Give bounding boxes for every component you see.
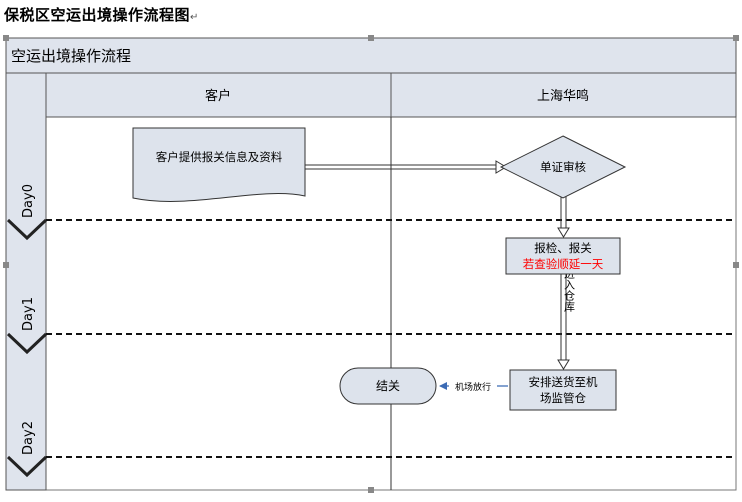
- node-close-text: 结关: [376, 379, 400, 393]
- node-inspection-line2: 若查验顺延一天: [523, 257, 604, 271]
- page-title-text: 保税区空运出境操作流程图: [4, 6, 191, 24]
- diagram-title: 空运出境操作流程: [11, 47, 131, 65]
- frame-handle-top[interactable]: [368, 35, 374, 41]
- node-delivery[interactable]: [509, 369, 617, 411]
- node-close[interactable]: [339, 367, 437, 405]
- lane-label-customer: 客户: [205, 88, 231, 104]
- phase-column: [5, 72, 47, 491]
- node-delivery-line1: 安排送货至机: [529, 375, 598, 389]
- frame-handle-top-right[interactable]: [733, 35, 739, 41]
- phase-label-day2: Day2: [21, 421, 36, 455]
- phase-chevron-day1: [6, 332, 48, 355]
- frame-handle-top-left[interactable]: [3, 35, 9, 41]
- phase-label-day0: Day0: [21, 184, 36, 218]
- node-inspection[interactable]: [505, 237, 621, 275]
- edge-release-label-bg: [449, 379, 497, 393]
- node-customer-info-text: 客户提供报关信息及资料: [156, 150, 283, 164]
- edge-release-label: 机场放行: [455, 381, 491, 393]
- node-customer-info[interactable]: [132, 127, 306, 202]
- node-doc-review[interactable]: [499, 135, 627, 199]
- page-title: 保税区空运出境操作流程图↵: [4, 4, 199, 25]
- node-inspection-line1: 报检、报关: [534, 241, 592, 255]
- frame-handle-left[interactable]: [3, 262, 9, 268]
- frame-handle-bottom[interactable]: [368, 487, 374, 493]
- edge-inspection-to-delivery-arrowhead: [557, 359, 570, 370]
- lane-label-huaming: 上海华鸣: [537, 88, 589, 104]
- paragraph-mark-icon: ↵: [190, 12, 199, 23]
- lane-header-huaming: [390, 72, 737, 118]
- phase-label-day1: Day1: [21, 297, 36, 331]
- phase-chevron-day0: [6, 218, 48, 241]
- edge-warehouse-label: 进入仓库: [563, 268, 576, 313]
- frame-handle-right[interactable]: [733, 262, 739, 268]
- edge-review-to-inspection-arrowhead: [557, 227, 570, 238]
- node-delivery-line2: 场监管仓: [540, 391, 586, 405]
- node-doc-review-text: 单证审核: [540, 160, 586, 174]
- phase-chevron-day2: [6, 455, 48, 478]
